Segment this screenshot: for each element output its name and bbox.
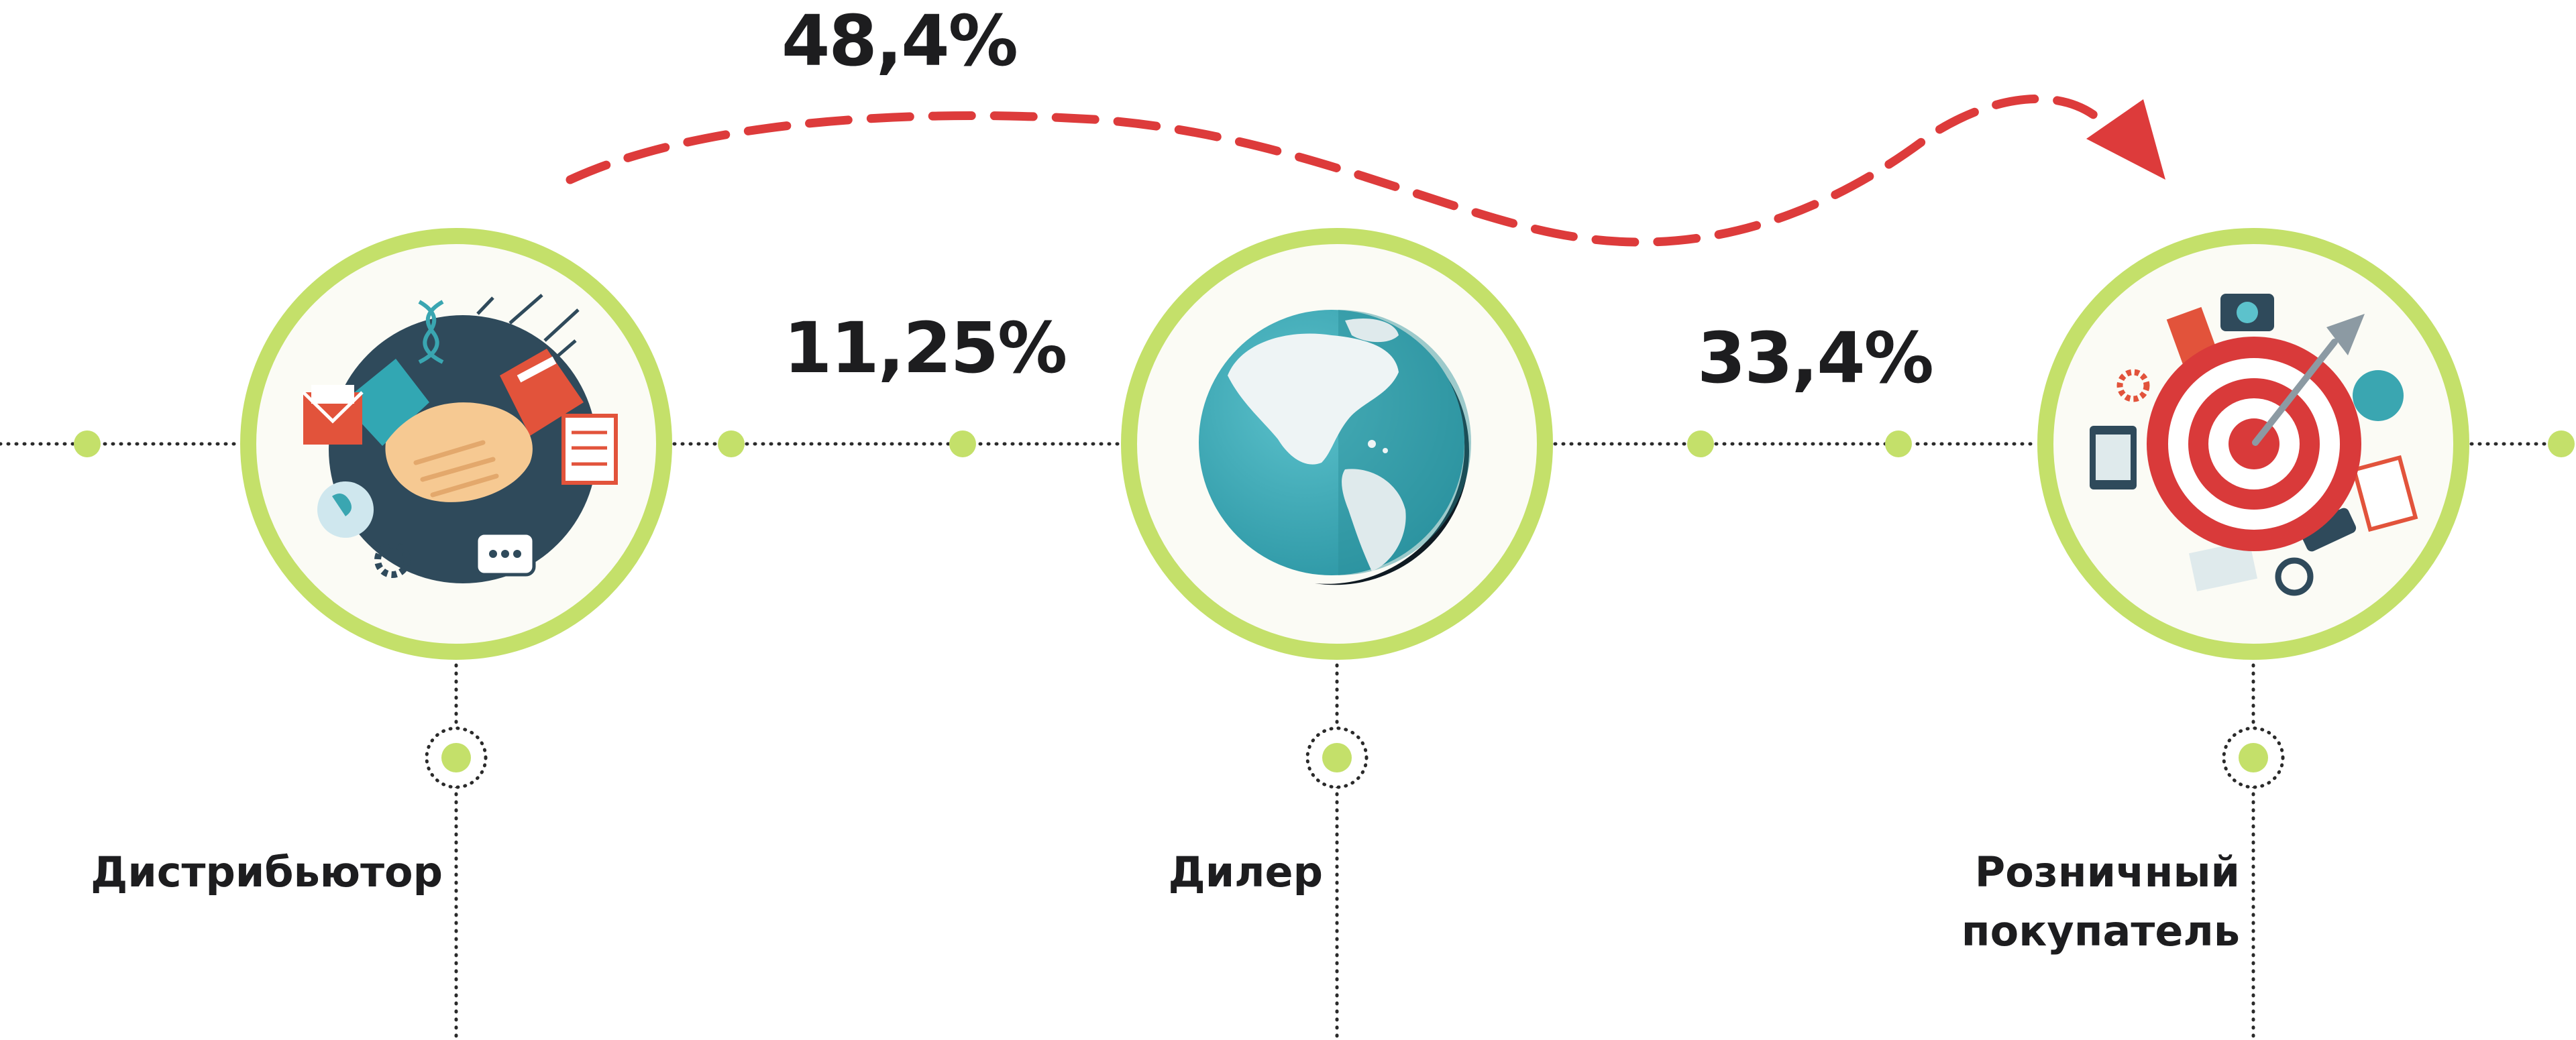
label-dealer: Дилер <box>1168 848 1323 897</box>
drop-lines <box>425 663 2285 1040</box>
percentage-dealer-to-retail: 33,4% <box>1697 317 1933 399</box>
node-dealer <box>1121 228 1553 660</box>
marker-distributor <box>425 726 488 789</box>
timeline-dot <box>1885 430 1912 457</box>
percentage-distributor-to-dealer: 11,25% <box>784 307 1066 389</box>
percentage-distributor-to-retail: 48,4% <box>782 0 1017 82</box>
label-retail-line-2: покупатель <box>1962 907 2240 956</box>
timeline-dot <box>1687 430 1714 457</box>
arrowhead-icon <box>2086 99 2165 180</box>
globe-icon <box>1199 310 1471 585</box>
label-retail-line-1: Розничный <box>1975 848 2240 897</box>
timeline-dot <box>718 430 745 457</box>
node-retail <box>2037 228 2469 660</box>
timeline <box>0 430 2576 457</box>
timeline-dot <box>74 430 101 457</box>
node-distributor <box>240 228 672 660</box>
handshake-icon <box>302 294 618 583</box>
marker-retail <box>2222 726 2285 789</box>
target-icon <box>2090 294 2418 596</box>
marker-dealer <box>1305 726 1368 789</box>
timeline-dot <box>2548 430 2575 457</box>
bypass-arrow-path <box>566 95 2118 247</box>
bypass-arrow <box>566 95 2165 247</box>
timeline-dot <box>949 430 976 457</box>
label-distributor: Дистрибьютор <box>91 848 443 897</box>
